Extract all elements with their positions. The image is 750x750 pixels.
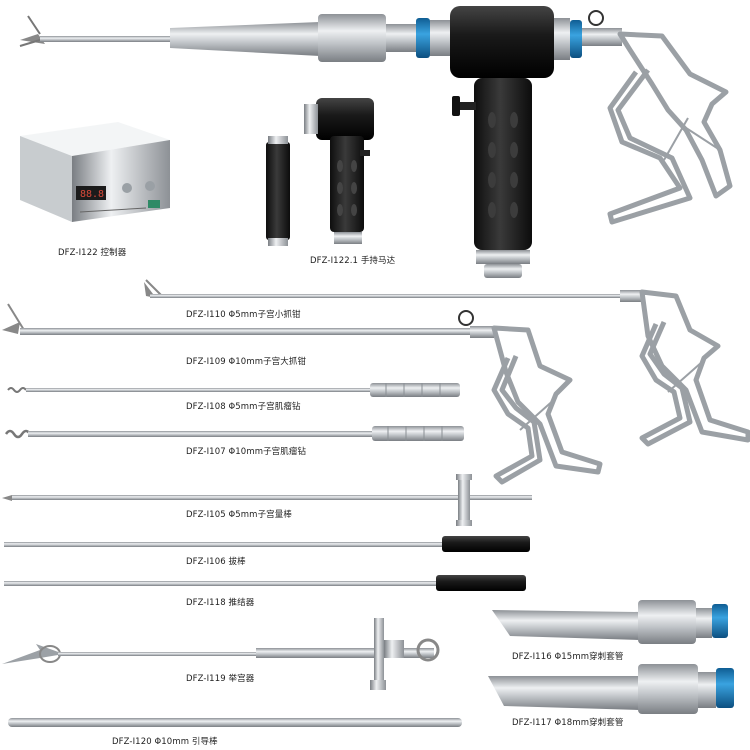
label-107: DFZ-Ⅰ107 Φ10mm子宫肌瘤钻 — [186, 447, 307, 457]
controller-power-switch-icon — [148, 200, 160, 208]
label-108: DFZ-Ⅰ108 Φ5mm子宫肌瘤钻 — [186, 402, 301, 412]
graspers-110-109 — [2, 279, 750, 485]
label-109: DFZ-Ⅰ109 Φ10mm子宫大抓钳 — [186, 357, 307, 367]
label-handheld-motor: DFZ-Ⅰ122.1 手持马达 — [310, 256, 396, 266]
trocar-116 — [492, 600, 728, 644]
label-120: DFZ-Ⅰ120 Φ10mm 引导棒 — [112, 737, 218, 747]
guide-rod-120 — [8, 718, 462, 727]
label-105: DFZ-Ⅰ105 Φ5mm子宫量棒 — [186, 510, 292, 520]
controller-down-button-icon — [145, 181, 155, 191]
controller-unit: 88.8 — [20, 122, 170, 222]
label-controller: DFZ-Ⅰ122 控制器 — [58, 248, 127, 258]
label-117: DFZ-Ⅰ117 Φ18mm穿刺套管 — [512, 718, 624, 728]
label-116: DFZ-Ⅰ116 Φ15mm穿刺套管 — [512, 652, 624, 662]
controller-up-button-icon — [122, 183, 132, 193]
controller-display-digits: 88.8 — [80, 189, 104, 200]
trocar-117 — [488, 664, 734, 714]
label-106: DFZ-Ⅰ106 拔棒 — [186, 557, 246, 567]
knot-pusher-118 — [4, 575, 526, 591]
top-morcellator-instrument — [19, 6, 733, 278]
uterine-sound-105 — [2, 474, 532, 526]
label-110: DFZ-Ⅰ110 Φ5mm子宫小抓钳 — [186, 310, 301, 320]
extractor-rod-106 — [4, 536, 530, 552]
uterine-manipulator-119 — [2, 618, 440, 690]
label-119: DFZ-Ⅰ119 举宫器 — [186, 674, 255, 684]
handheld-motor-parts — [266, 98, 374, 246]
myoma-drills — [4, 383, 464, 441]
label-118: DFZ-Ⅰ118 推结器 — [186, 598, 255, 608]
